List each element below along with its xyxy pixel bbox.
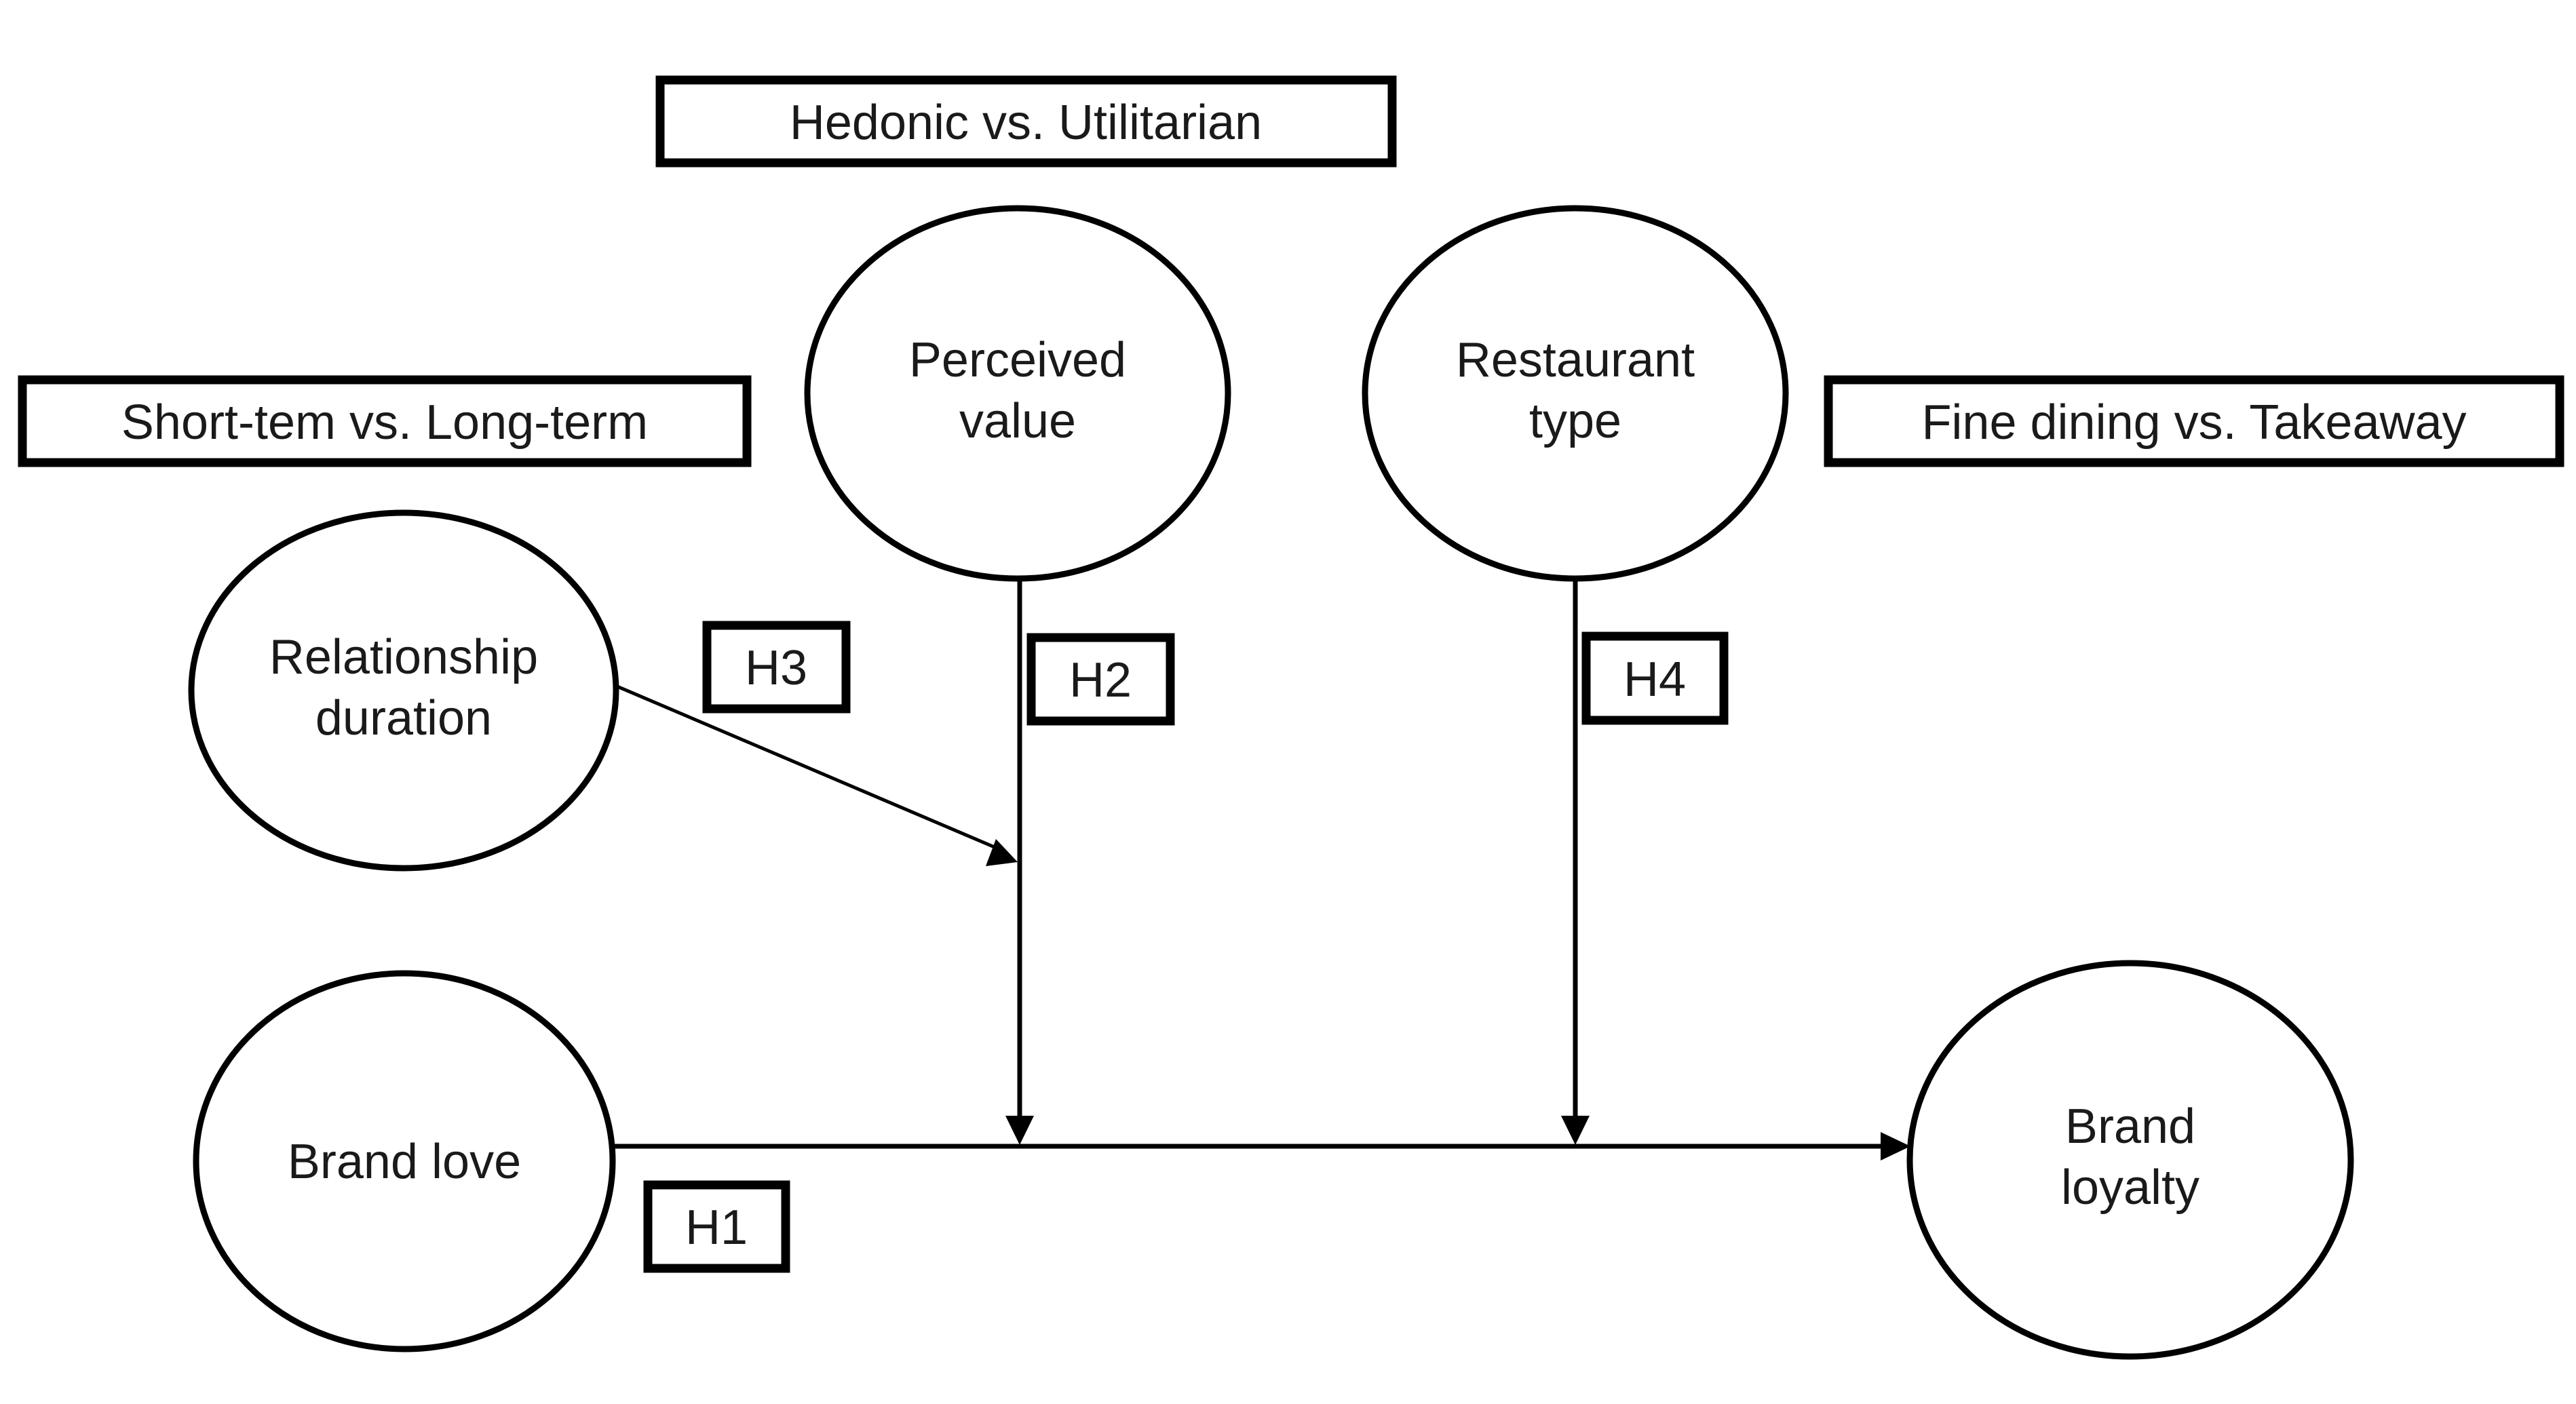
hypothesis-h4: H4 <box>1581 631 1729 725</box>
brand-love-ellipse <box>193 970 616 1352</box>
fine-dining-takeaway-label: Fine dining vs. Takeaway <box>1921 395 2466 450</box>
construct-restaurant-type: Restaurant type <box>1362 205 1789 582</box>
perceived-value-label-line2: value <box>959 394 1076 448</box>
construct-brand-loyalty: Brand loyalty <box>1906 960 2354 1360</box>
arrowhead-brand-loyalty <box>1881 1132 1910 1161</box>
h1-box <box>643 1180 790 1273</box>
construct-relationship-duration: Relationship duration <box>188 509 619 872</box>
hypothesis-h3: H3 <box>702 621 851 714</box>
brand-loyalty-label-line2: loyalty <box>2061 1161 2199 1215</box>
moderator-short-long-term: Short-tem vs. Long-term <box>18 375 752 467</box>
construct-perceived-value: Perceived value <box>804 205 1231 582</box>
moderator-fine-dining-takeaway: Fine dining vs. Takeaway <box>1824 375 2564 467</box>
h1-label: H1 <box>685 1201 748 1255</box>
brand-love-label: Brand love <box>288 1135 521 1189</box>
edges <box>613 579 1910 1161</box>
h2-box <box>1026 633 1175 726</box>
hypothesis-h1: H1 <box>643 1180 790 1273</box>
perceived-value-label-line1: Perceived <box>909 333 1126 387</box>
h2-label: H2 <box>1069 653 1132 707</box>
h4-label: H4 <box>1623 652 1686 707</box>
restaurant-type-ellipse <box>1362 205 1789 582</box>
hypothesis-h2: H2 <box>1026 633 1175 726</box>
arrowhead-perceived-value <box>1005 1116 1034 1145</box>
restaurant-type-label-line1: Restaurant <box>1456 333 1695 387</box>
moderator-hedonic-utilitarian: Hedonic vs. Utilitarian <box>655 75 1397 168</box>
short-long-term-box <box>18 375 752 467</box>
h4-box <box>1581 631 1729 725</box>
arrow-relationship-duration-diagonal <box>613 683 995 849</box>
brand-loyalty-label-line1: Brand <box>2065 1099 2195 1154</box>
fine-dining-takeaway-box <box>1824 375 2564 467</box>
arrowhead-relationship-duration <box>986 839 1018 866</box>
brand-loyalty-ellipse <box>1906 960 2354 1360</box>
construct-brand-love: Brand love <box>193 970 616 1352</box>
relationship-duration-label-line2: duration <box>315 691 492 745</box>
h3-label: H3 <box>745 641 807 695</box>
arrowhead-restaurant-type <box>1561 1116 1590 1145</box>
hedonic-utilitarian-box <box>655 75 1397 168</box>
perceived-value-ellipse <box>804 205 1231 582</box>
h3-box <box>702 621 851 714</box>
hedonic-utilitarian-label: Hedonic vs. Utilitarian <box>790 96 1262 150</box>
restaurant-type-label-line2: type <box>1529 394 1621 448</box>
relationship-duration-label-line1: Relationship <box>269 630 538 684</box>
short-long-term-label: Short-tem vs. Long-term <box>121 395 648 450</box>
relationship-duration-ellipse <box>188 509 619 872</box>
